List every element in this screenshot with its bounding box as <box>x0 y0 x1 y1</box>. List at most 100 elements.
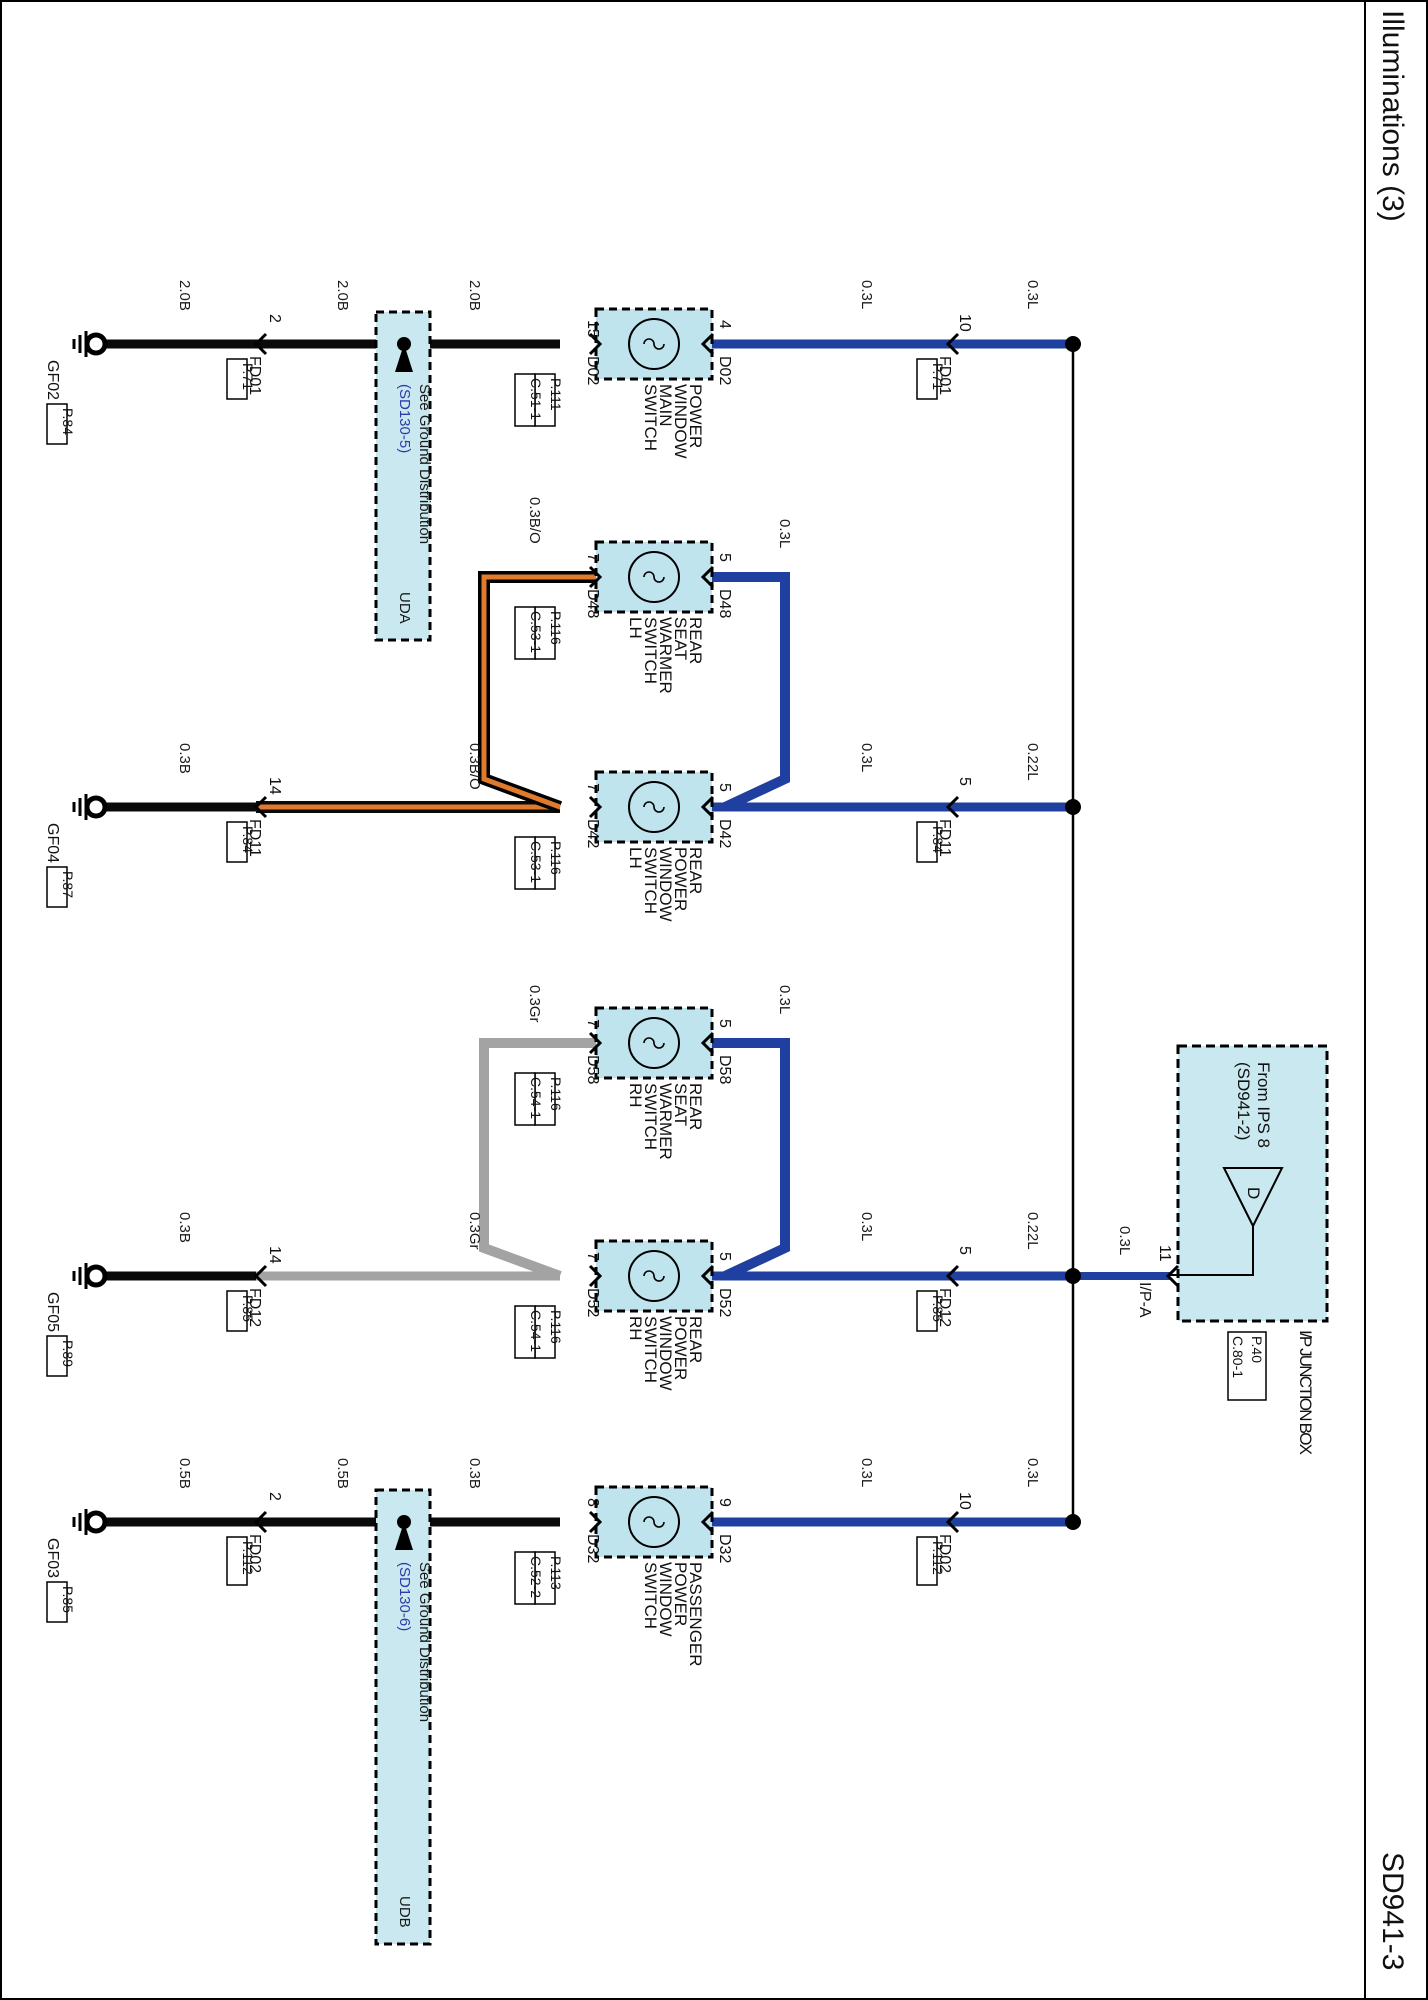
bus-wire-label: 0.22L <box>1024 1212 1041 1250</box>
switch-name-line: POWER <box>671 1562 690 1626</box>
junction-page-ref: P.40 <box>1249 1336 1265 1363</box>
switch-out-pin-arrow <box>588 795 603 819</box>
switch-page-ref: P.113 <box>548 1556 564 1590</box>
return-pin: 2 <box>266 1492 283 1501</box>
switch-pin-out: 7 <box>584 1019 601 1028</box>
switch-connector-box <box>514 836 536 890</box>
switch-connector: D58 <box>716 1055 733 1084</box>
switch-connector-ref: C.54-1 <box>528 1310 544 1352</box>
feed-pin: 5 <box>956 777 973 786</box>
ground-name: GF04 <box>44 823 61 863</box>
feed-pin: 5 <box>956 1246 973 1255</box>
switch-name-line: POWER <box>671 847 690 911</box>
ground-name: GF03 <box>44 1538 61 1578</box>
return-connector-arrow <box>253 1264 268 1288</box>
switch-pin-in: 9 <box>716 1498 733 1507</box>
bus-node <box>1065 336 1081 352</box>
ground-page: P.89 <box>60 1340 76 1367</box>
switch-in-pin-arrow <box>700 1510 715 1534</box>
switch-pin-out: 8 <box>584 1498 601 1507</box>
switch-connector-out: D58 <box>584 1055 601 1084</box>
feed-wire-label: 0.3L <box>858 1458 875 1487</box>
ground-wire-label: 0.5B <box>176 1458 193 1489</box>
wires-layer <box>72 331 1170 1887</box>
switch-out-pin-arrow <box>588 1031 603 1055</box>
junction-page-box <box>1227 1331 1267 1401</box>
switch-name-line: SEAT <box>671 617 690 660</box>
feed-connector: FD02 <box>936 1534 953 1573</box>
switch-name-line: RH <box>626 1083 645 1108</box>
feed-page-box <box>916 821 938 863</box>
switch-connector-ref: C.52-2 <box>528 1556 544 1598</box>
switch-pin-in: 5 <box>716 783 733 792</box>
switch-connector-box <box>514 606 536 660</box>
junction-from-ref: (SD941-2) <box>1234 1062 1253 1140</box>
switch-page-ref: P.116 <box>548 1077 564 1111</box>
ground-name: GF05 <box>44 1292 61 1332</box>
ground-distribution-code: UDA <box>396 592 413 624</box>
return-page-box <box>226 1290 248 1332</box>
switch-name: POWERWINDOWMAINSWITCH <box>641 384 705 459</box>
bus-wire-label: 0.3L <box>1024 280 1041 309</box>
switch-pin-out: 7 <box>584 1252 601 1261</box>
seat-warmer-lh-output <box>481 574 606 810</box>
feed-pin: 10 <box>956 1492 973 1510</box>
return-page-box <box>226 821 248 863</box>
switch-name-line: WARMER <box>656 1083 675 1160</box>
switch-connector: D02 <box>716 356 733 385</box>
switch-connector-box <box>514 1305 536 1359</box>
switch-in-pin-arrow <box>700 332 715 356</box>
switch-name-line: WINDOW <box>656 1316 675 1391</box>
return-pin: 14 <box>266 1246 283 1264</box>
switch-pin-out: 7 <box>584 553 601 562</box>
feed-connector-arrow <box>945 1264 960 1288</box>
switch-pin-in: 4 <box>716 320 733 329</box>
switch-name: REARPOWERWINDOWSWITCHRH <box>626 1316 705 1391</box>
ground-wire-label: 0.3B <box>176 743 193 774</box>
junction-connector-arrow <box>1165 1264 1180 1288</box>
feed-pin: 10 <box>956 314 973 332</box>
switch-name-line: POWER <box>686 384 705 448</box>
junction-pin: 11 <box>1156 1245 1173 1262</box>
switch-in-pin-arrow <box>700 795 715 819</box>
switch-connector-out: D42 <box>584 819 601 848</box>
switch-name: REARSEATWARMERSWITCHRH <box>626 1083 705 1160</box>
feed-wire-label: 0.3L <box>858 743 875 772</box>
switch-connector-ref: C.53-1 <box>528 841 544 883</box>
switch-name-line: SWITCH <box>641 1083 660 1150</box>
switch-connector: D48 <box>716 589 733 618</box>
switch-out-pin-arrow <box>588 1264 603 1288</box>
switch-name-line: WARMER <box>656 617 675 694</box>
return-connector: FD11 <box>246 819 263 857</box>
junction-box-name: I/P JUNCTION BOX <box>1296 1330 1315 1455</box>
seat-warmer-rh-feed <box>700 1038 790 1281</box>
bus-node <box>1065 1268 1081 1284</box>
page-title: Illuminations (3) <box>1376 10 1409 222</box>
junction-internal-wire <box>1170 1226 1254 1276</box>
switch-connector-box <box>514 1072 536 1126</box>
return-page: P.84 <box>240 826 256 853</box>
ground-page-box <box>46 1335 68 1377</box>
switch-name-line: REAR <box>686 1316 705 1363</box>
ground-distribution-box <box>374 1488 432 1946</box>
feed-page-box <box>916 358 938 400</box>
ground-name: GF02 <box>44 360 61 400</box>
lamp-filament-icon <box>643 571 665 583</box>
bus-wire-label: 0.22L <box>1024 743 1041 781</box>
junction-connector: I/P-A <box>1136 1282 1153 1318</box>
switch-page-ref: P.116 <box>548 1310 564 1344</box>
switch-connector: D42 <box>716 819 733 848</box>
ground-terminal-icon <box>84 332 108 356</box>
ground-distribution-code: UDB <box>396 1896 413 1928</box>
feed-page: P.112 <box>930 1541 946 1575</box>
ground-terminal-icon <box>84 795 108 819</box>
switch-name-line: SWITCH <box>641 617 660 684</box>
feed-connector-arrow <box>945 332 960 356</box>
output-wire-label: 2.0B <box>466 280 483 311</box>
switch-name-line: WINDOW <box>671 384 690 459</box>
switch-page-ref: P.116 <box>548 611 564 645</box>
switch-pin-in: 5 <box>716 1252 733 1261</box>
bus-wire-label: 0.3L <box>1024 1458 1041 1487</box>
switch-page-ref: P.116 <box>548 841 564 875</box>
